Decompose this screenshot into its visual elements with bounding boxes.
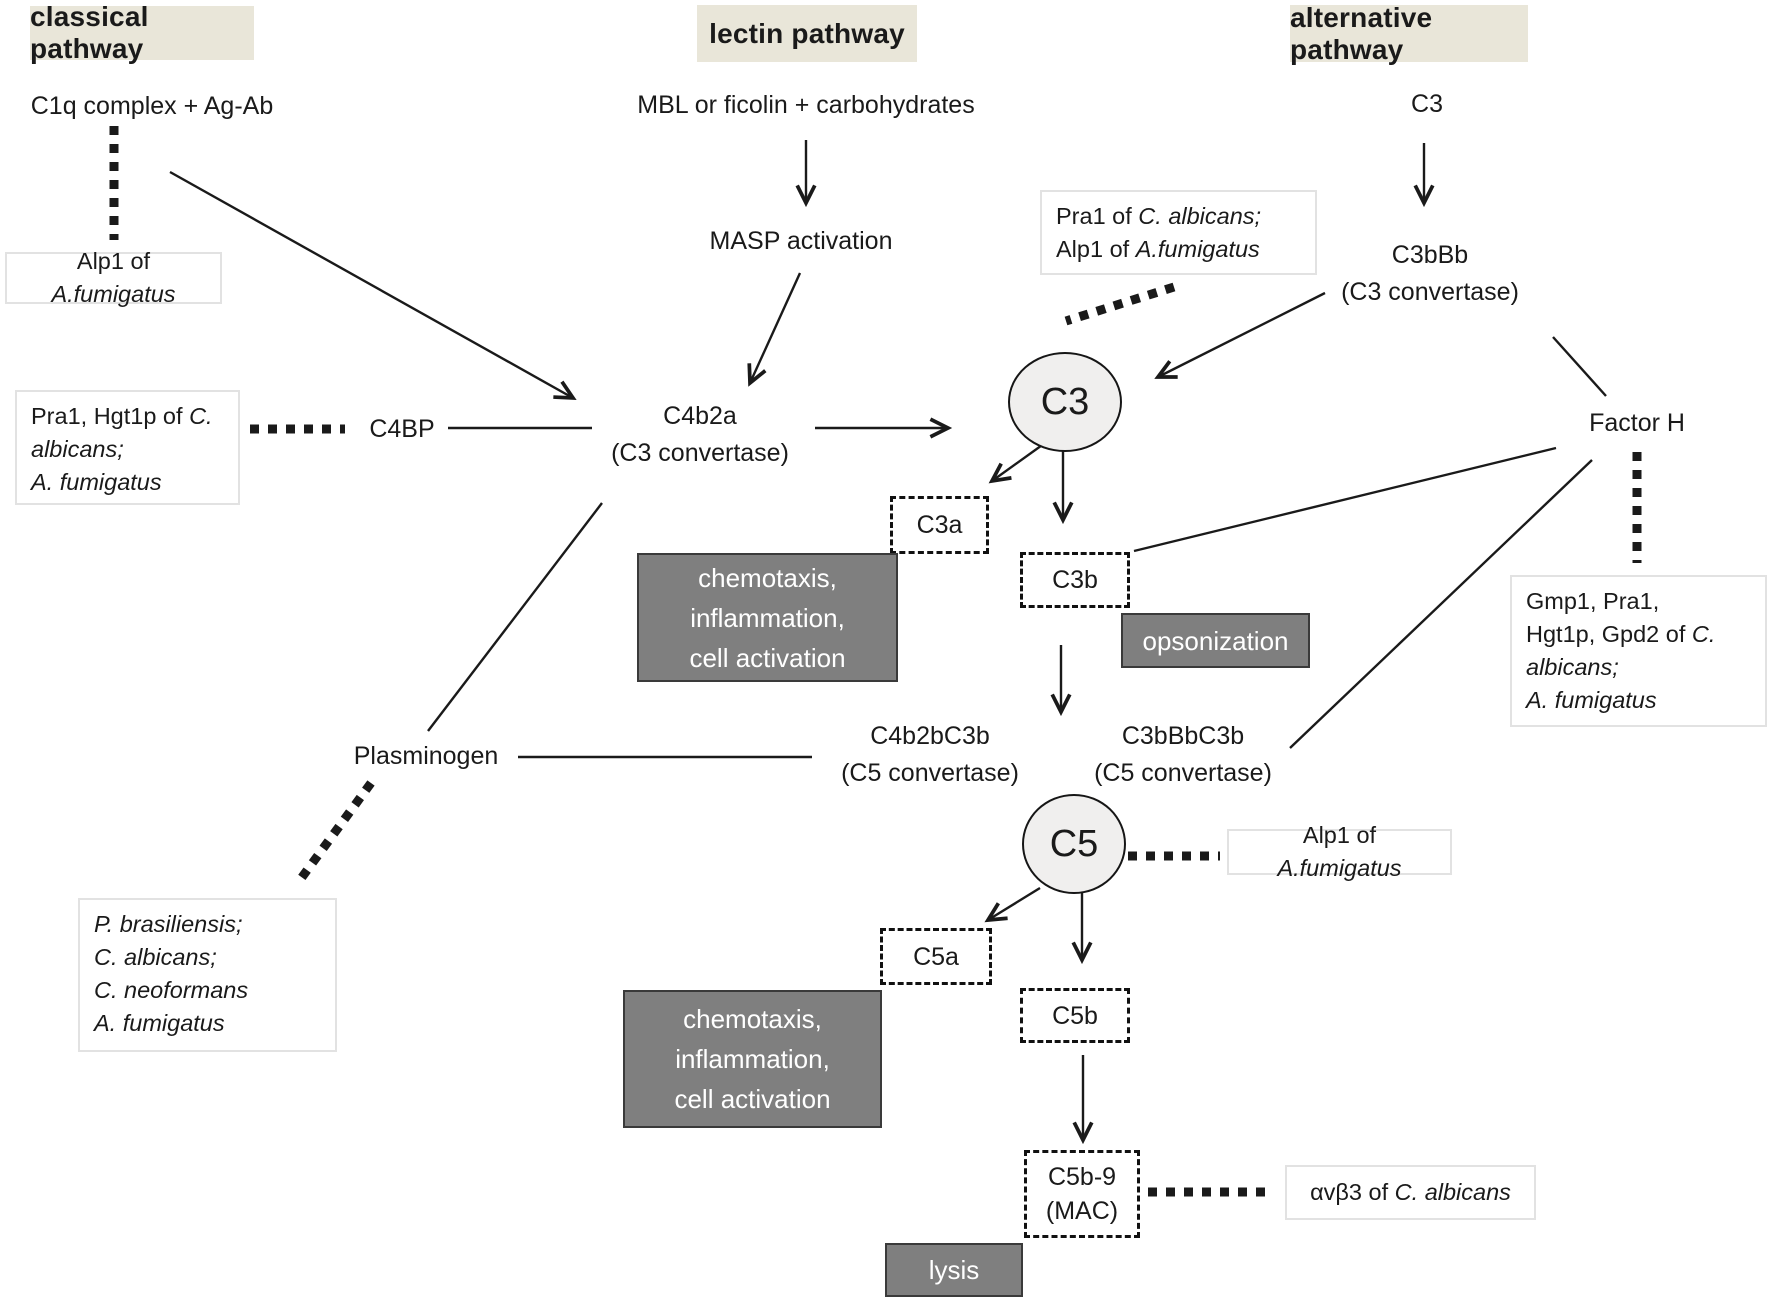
node-factor-h: Factor H (1589, 409, 1685, 437)
node-c3-ellipse: C3 (1008, 352, 1122, 452)
effect-line: chemotaxis, (683, 1004, 822, 1034)
effect-line: inflammation, (675, 1044, 830, 1074)
node-c3bbb-sub: (C3 convertase) (1341, 278, 1519, 306)
node-mac-sub: (MAC) (1045, 1197, 1119, 1225)
node-plasminogen: Plasminogen (353, 742, 499, 770)
node-c3b-box: C3b (1020, 552, 1130, 608)
inhibitor-pra1-alp1-box: Pra1 of C. albicans;Alp1 of A.fumigatus (1040, 190, 1317, 275)
node-c5-ellipse: C5 (1022, 794, 1126, 894)
effect-line: cell activation (689, 642, 846, 673)
header-lectin-pathway: lectin pathway (697, 5, 917, 62)
effect-chemotaxis-inflammation-1: chemotaxis, inflammation, cell activatio… (637, 553, 898, 682)
node-c1q-complex: C1q complex + Ag-Ab (30, 92, 274, 120)
node-mbl-ficolin: MBL or ficolin + carbohydrates (637, 91, 975, 119)
effect-line: chemotaxis, (698, 562, 837, 593)
effect-lysis: lysis (885, 1243, 1023, 1297)
arrow-masp-to-c4b2a (747, 272, 802, 387)
node-c3bbbc3b-sub: (C5 convertase) (1094, 759, 1272, 787)
node-c4b2bc3b-sub: (C5 convertase) (841, 759, 1019, 787)
arrow-c3bbb-to-c3 (1154, 291, 1326, 379)
node-c5b9-mac-box: C5b-9 (MAC) (1024, 1150, 1140, 1238)
inhibitor-plasminogen-binders-box: P. brasiliensis;C. albicans;C. neoforman… (78, 898, 337, 1052)
inhibitor-alp1-classical-box: Alp1 of A.fumigatus (5, 248, 222, 307)
node-c3bbb-c3-convertase: C3bBb (C3 convertase) (1341, 237, 1519, 311)
node-c3bbbc3b-c5-convertase: C3bBbC3b (C5 convertase) (1094, 718, 1272, 792)
dotted-binders-to-plasminogen (293, 780, 375, 887)
node-c4b2a-c3-convertase: C4b2a (C3 convertase) (611, 398, 789, 472)
node-c3bbbc3b-name: C3bBbC3b (1121, 722, 1245, 750)
node-masp-activation: MASP activation (709, 227, 893, 255)
line-c3b-to-factorh (1133, 446, 1557, 553)
effect-opsonization: opsonization (1121, 613, 1310, 668)
node-c5b9-name: C5b-9 (1047, 1163, 1117, 1191)
header-alternative-pathway: alternative pathway (1290, 2, 1528, 65)
header-classical-pathway: classical pathway (30, 1, 254, 64)
effect-line: inflammation, (690, 602, 845, 633)
effect-line: cell activation (674, 1084, 831, 1114)
node-c3-top: C3 (1411, 90, 1443, 118)
inhibitor-gmp1-group-box: Gmp1, Pra1,Hgt1p, Gpd2 of C.albicans;A. … (1510, 575, 1767, 727)
node-c4b2a-name: C4b2a (663, 402, 737, 430)
inhibitor-pra1-hgt1p-box: Pra1, Hgt1p of C.albicans;A. fumigatus (15, 390, 240, 505)
node-c5b-box: C5b (1020, 988, 1130, 1043)
node-c5a-box: C5a (880, 928, 992, 985)
inhibitor-alp1-c5-box: Alp1 of A.fumigatus (1227, 822, 1452, 881)
dotted-pra1alp1-to-c3 (1064, 282, 1176, 326)
arrow-c3-to-c3a (988, 442, 1046, 484)
arrow-c5-to-c5a (984, 886, 1041, 923)
line-c4b2a-to-plasminogen (427, 502, 603, 732)
node-c3bbb-name: C3bBb (1391, 241, 1469, 269)
node-c3a-box: C3a (890, 496, 989, 554)
node-c4bp: C4BP (369, 415, 435, 443)
node-c4b2a-sub: (C3 convertase) (611, 439, 789, 467)
node-c4b2bc3b-c5-convertase: C4b2bC3b (C5 convertase) (841, 718, 1019, 792)
node-c4b2bc3b-name: C4b2bC3b (870, 722, 990, 750)
arrow-c1q-to-c4b2a (169, 170, 577, 401)
line-c3bbb-to-factorh (1552, 336, 1607, 397)
inhibitor-avb3-box: αvβ3 of C. albicans (1285, 1165, 1536, 1220)
effect-chemotaxis-inflammation-2: chemotaxis, inflammation, cell activatio… (623, 990, 882, 1128)
line-factorh-to-c3bbbc3b (1289, 459, 1593, 749)
